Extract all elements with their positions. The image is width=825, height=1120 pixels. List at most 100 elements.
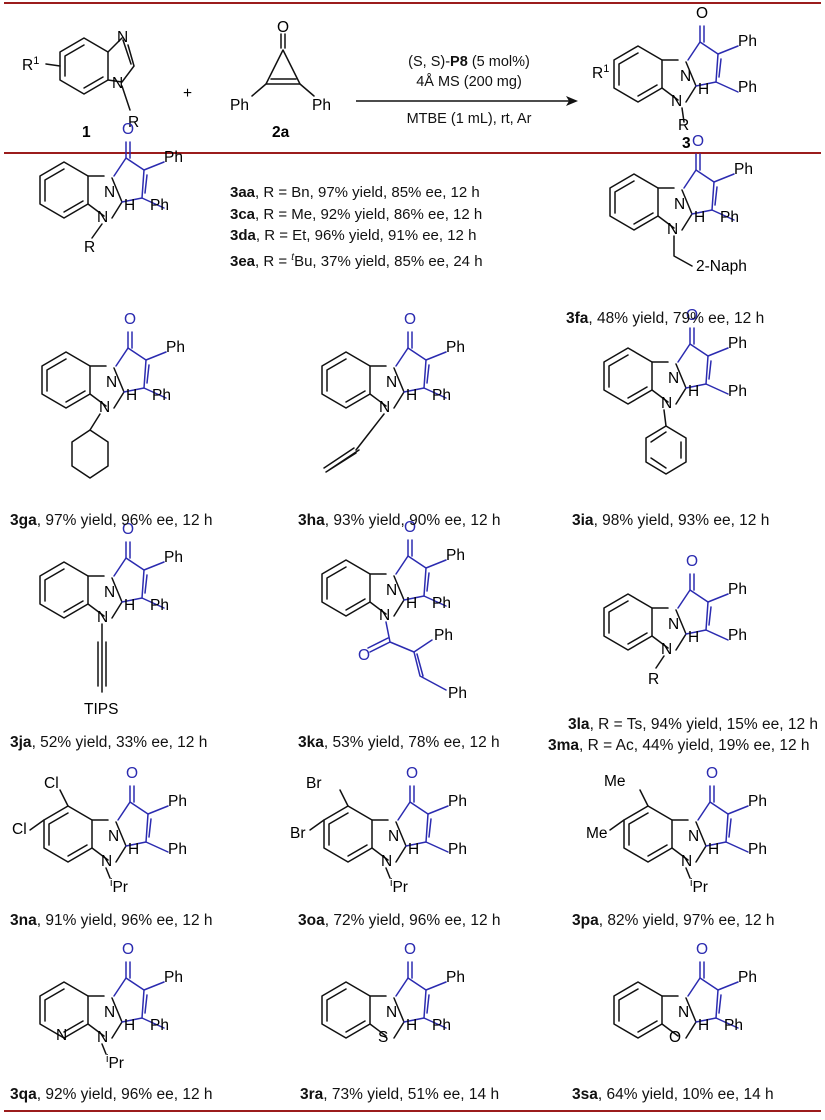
- atom-n: N: [104, 1004, 115, 1021]
- series-aa-list: 3aa, R = Bn, 97% yield, 85% ee, 12 h 3ca…: [230, 182, 483, 272]
- atom-n: N: [104, 184, 115, 201]
- atom-n: N: [667, 221, 678, 238]
- entry-3ca: 3ca, R = Me, 92% yield, 86% ee, 12 h: [230, 205, 483, 223]
- product-label: 3: [682, 135, 691, 152]
- atom-h: H: [694, 209, 705, 226]
- reagent-benzimidazole: N N R R1 1: [22, 29, 139, 141]
- structure-3qa: N N H O Ph Ph N iPr: [39, 941, 183, 1072]
- atom-s: S: [378, 1029, 388, 1046]
- atom-h: H: [124, 597, 135, 614]
- atom-n: N: [379, 607, 390, 624]
- phenyl-label: Ph: [152, 387, 171, 404]
- reagent-cyclopropenone: O Ph Ph 2a: [230, 19, 331, 141]
- phenyl-label: Ph: [164, 969, 183, 986]
- substituent-r1: R1: [592, 63, 609, 82]
- atom-o: O: [122, 521, 134, 538]
- product-3: N N H O Ph Ph R R1 3: [592, 5, 757, 152]
- atom-n: N: [106, 374, 117, 391]
- phenyl-label: Ph: [728, 335, 747, 352]
- atom-n: N: [379, 399, 390, 416]
- phenyl-label: Ph: [434, 627, 453, 644]
- atom-o: O: [124, 311, 136, 328]
- atom-o: O: [277, 19, 289, 36]
- atom-o: O: [406, 765, 418, 782]
- methyl-label: Me: [604, 773, 626, 790]
- atom-n: N: [688, 828, 699, 845]
- isopropyl-label: iPr: [110, 877, 128, 896]
- atom-n: N: [386, 582, 397, 599]
- phenyl-label: Ph: [728, 581, 747, 598]
- atom-h: H: [406, 595, 417, 612]
- structure-3pa: N N H O Ph Ph Me Me iPr: [586, 765, 767, 896]
- atom-n: N: [99, 399, 110, 416]
- isopropyl-label: iPr: [690, 877, 708, 896]
- caption-3ka: 3ka, 53% yield, 78% ee, 12 h: [298, 734, 500, 751]
- atom-h: H: [698, 1017, 709, 1034]
- caption-3qa: 3qa, 92% yield, 96% ee, 12 h: [10, 1086, 213, 1103]
- conditions-line3: MTBE (1 mL), rt, Ar: [406, 111, 532, 127]
- phenyl-label: Ph: [720, 209, 739, 226]
- caption-3ja: 3ja, 52% yield, 33% ee, 12 h: [10, 734, 208, 751]
- phenyl-label: Ph: [738, 969, 757, 986]
- atom-o: O: [122, 121, 134, 138]
- atom-n: N: [674, 196, 685, 213]
- isopropyl-label: iPr: [106, 1053, 124, 1072]
- caption-3ra: 3ra, 73% yield, 51% ee, 14 h: [300, 1086, 500, 1103]
- phenyl-label: Ph: [728, 383, 747, 400]
- caption-3pa: 3pa, 82% yield, 97% ee, 12 h: [572, 912, 775, 929]
- conditions-line2: 4Å MS (200 mg): [416, 74, 522, 90]
- atom-h: H: [708, 841, 719, 858]
- atom-h: H: [406, 387, 417, 404]
- atom-n: N: [381, 853, 392, 870]
- structure-3aa: N N H O Ph Ph R: [39, 121, 183, 256]
- bromo-label: Br: [290, 825, 306, 842]
- phenyl-label: Ph: [738, 79, 757, 96]
- atom-n: N: [671, 93, 682, 110]
- caption-3ia: 3ia, 98% yield, 93% ee, 12 h: [572, 512, 770, 529]
- phenyl-label: Ph: [724, 1017, 743, 1034]
- atom-h: H: [124, 197, 135, 214]
- phenyl-label: Ph: [432, 1017, 451, 1034]
- atom-h: H: [688, 383, 699, 400]
- atom-n: N: [97, 209, 108, 226]
- atom-h: H: [406, 1017, 417, 1034]
- phenyl-label: Ph: [432, 595, 451, 612]
- atom-o: O: [404, 519, 416, 536]
- phenyl-label: Ph: [728, 627, 747, 644]
- substituent-r1: R1: [22, 55, 39, 74]
- atom-n: N: [112, 75, 123, 92]
- atom-n: N: [108, 828, 119, 845]
- methyl-label: Me: [586, 825, 608, 842]
- atom-n: N: [117, 29, 128, 46]
- atom-o: O: [696, 5, 708, 22]
- atom-n: N: [56, 1027, 67, 1044]
- caption-3oa: 3oa, 72% yield, 96% ee, 12 h: [298, 912, 501, 929]
- phenyl-label: Ph: [446, 339, 465, 356]
- caption-3la: 3la, R = Ts, 94% yield, 15% ee, 12 h: [568, 716, 819, 733]
- phenyl-label: Ph: [164, 549, 183, 566]
- atom-o: O: [122, 941, 134, 958]
- phenyl-label: Ph: [168, 793, 187, 810]
- substituent-r: R: [128, 114, 139, 131]
- atom-h: H: [698, 81, 709, 98]
- atom-n: N: [104, 584, 115, 601]
- atom-n: N: [661, 395, 672, 412]
- substituent-r: R: [648, 671, 659, 688]
- phenyl-label: Ph: [432, 387, 451, 404]
- entry-3ea: 3ea, R = tBu, 37% yield, 85% ee, 24 h: [230, 251, 483, 270]
- atom-h: H: [126, 387, 137, 404]
- entry-3aa: 3aa, R = Bn, 97% yield, 85% ee, 12 h: [230, 184, 480, 201]
- structure-3ia: N N H O Ph Ph: [603, 307, 747, 475]
- atom-n: N: [680, 68, 691, 85]
- atom-n: N: [386, 374, 397, 391]
- caption-3fa: 3fa, 48% yield, 79% ee, 12 h: [566, 310, 765, 327]
- structure-3ja: N N H O Ph Ph TIPS: [39, 521, 183, 718]
- atom-h: H: [408, 841, 419, 858]
- caption-3ga: 3ga, 97% yield, 96% ee, 12 h: [10, 512, 213, 529]
- plus-sign: +: [183, 85, 192, 102]
- tips-label: TIPS: [84, 701, 118, 718]
- phenyl-label: Ph: [748, 841, 767, 858]
- bottom-rule: [4, 1110, 821, 1112]
- phenyl-label: Ph: [738, 33, 757, 50]
